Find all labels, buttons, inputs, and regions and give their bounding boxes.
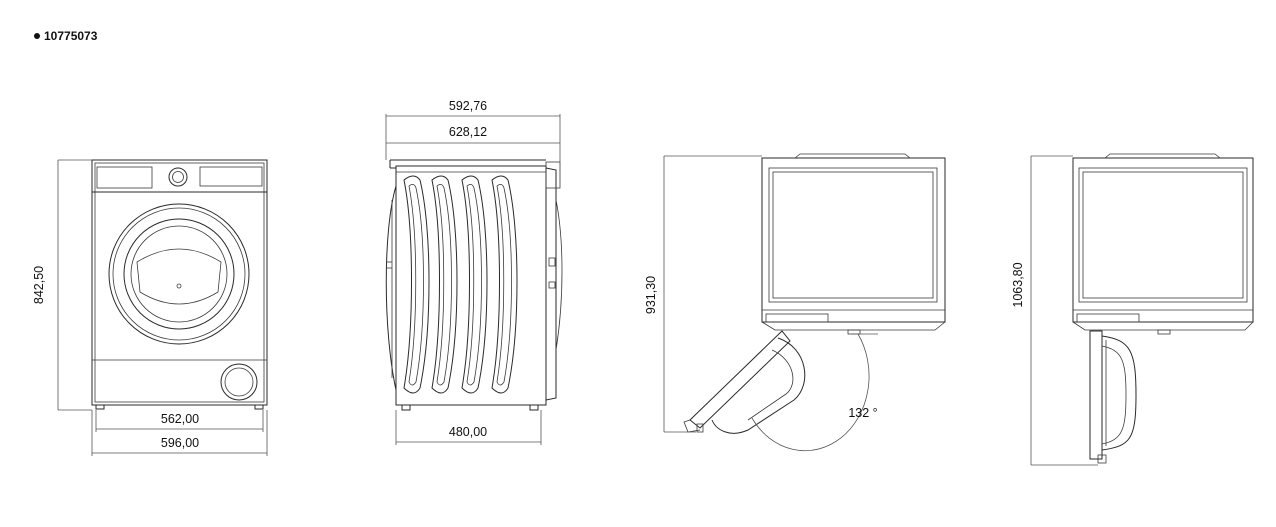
- top-door-dimensions: 931,30 132 °: [644, 155, 878, 452]
- side-view: 592,76 628,12 480,00: [385, 99, 563, 445]
- top-view-door-open-full: 1063,80: [1011, 153, 1254, 466]
- door-angle-label: 132 °: [848, 406, 877, 420]
- front-body: [91, 159, 268, 410]
- side-dimensions: 592,76 628,12 480,00: [385, 99, 561, 445]
- side-depth-full-label: 628,12: [449, 125, 487, 139]
- model-number: 10775073: [44, 29, 98, 43]
- side-depth-base-label: 480,00: [449, 425, 487, 439]
- top-door-height-label: 931,30: [644, 276, 658, 314]
- top-view-door-open: 931,30 132 °: [644, 153, 946, 452]
- model-label: 10775073: [34, 29, 97, 43]
- front-view: 842,50 562,00 596,00: [32, 159, 268, 456]
- top-body: [683, 153, 946, 434]
- front-height-label: 842,50: [32, 266, 46, 304]
- front-width-outer-label: 596,00: [161, 436, 199, 450]
- front-dimensions: 842,50 562,00 596,00: [32, 159, 268, 456]
- top-full-height-label: 1063,80: [1011, 262, 1025, 307]
- front-width-inner-label: 562,00: [161, 412, 199, 426]
- side-body: [385, 159, 563, 411]
- bullet-icon: [34, 32, 40, 39]
- side-depth-top-label: 592,76: [449, 99, 487, 113]
- top-full-body: [1072, 153, 1254, 464]
- top-full-dimensions: 1063,80: [1011, 155, 1098, 466]
